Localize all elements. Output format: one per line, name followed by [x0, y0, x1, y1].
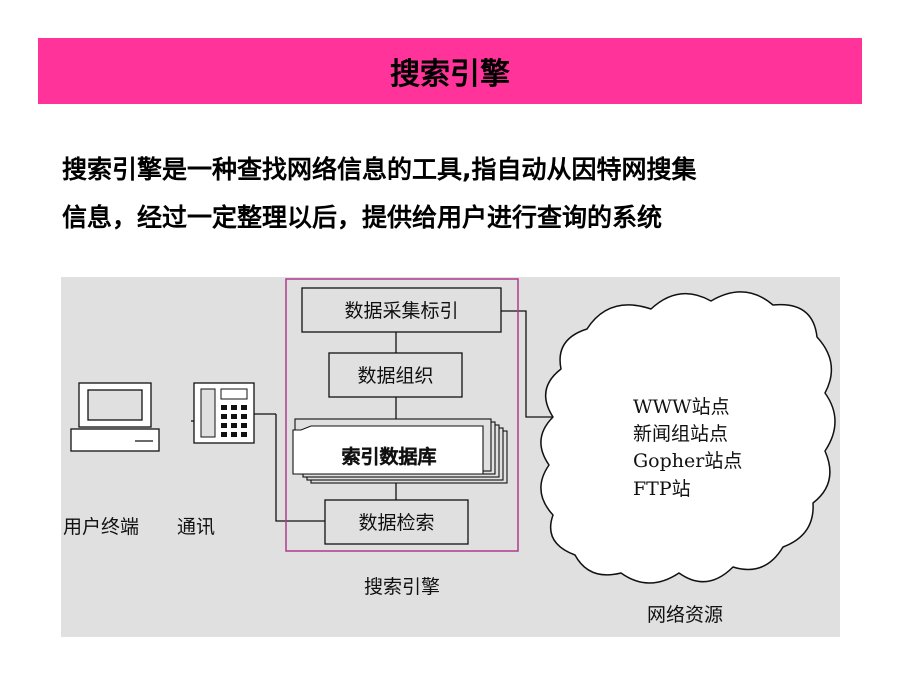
computer-icon [70, 382, 160, 452]
search-engine-frame [285, 278, 519, 552]
title-bar: 搜索引擎 [38, 38, 862, 104]
retrieve-label: 数据检索 [358, 512, 434, 534]
cloud-item-gopher: Gopher站点 [633, 450, 742, 472]
connector-lines [191, 310, 556, 522]
database-stack: 索引数据库 [292, 418, 508, 484]
telephone-icon [193, 382, 255, 444]
description-line-1: 搜索引擎是一种查找网络信息的工具,指自动从因特网搜集 [62, 155, 697, 184]
collect-index-box: 数据采集标引 [301, 287, 502, 333]
search-engine-label: 搜索引擎 [364, 576, 440, 598]
description-line-2: 信息，经过一定整理以后，提供给用户进行查询的系统 [62, 203, 663, 232]
network-resources-label: 网络资源 [647, 604, 723, 626]
database-label: 索引数据库 [341, 446, 436, 468]
cloud-item-www: WWW站点 [633, 396, 730, 418]
cloud-item-ftp: FTP站 [633, 478, 691, 500]
description: 搜索引擎是一种查找网络信息的工具,指自动从因特网搜集 信息，经过一定整理以后，提… [62, 146, 862, 242]
page-title: 搜索引擎 [390, 57, 510, 92]
organize-label: 数据组织 [357, 365, 433, 387]
cloud-item-newsgroup: 新闻组站点 [633, 423, 728, 445]
collect-index-label: 数据采集标引 [344, 300, 458, 322]
retrieve-box: 数据检索 [324, 499, 469, 545]
communication-label: 通讯 [177, 516, 215, 538]
user-terminal-label: 用户终端 [63, 516, 139, 538]
network-cloud: WWW站点 新闻组站点 Gopher站点 FTP站 [540, 291, 836, 584]
organize-box: 数据组织 [328, 352, 463, 398]
search-engine-diagram: 数据采集标引 数据组织 索引数据库 数据检索 [61, 277, 840, 637]
